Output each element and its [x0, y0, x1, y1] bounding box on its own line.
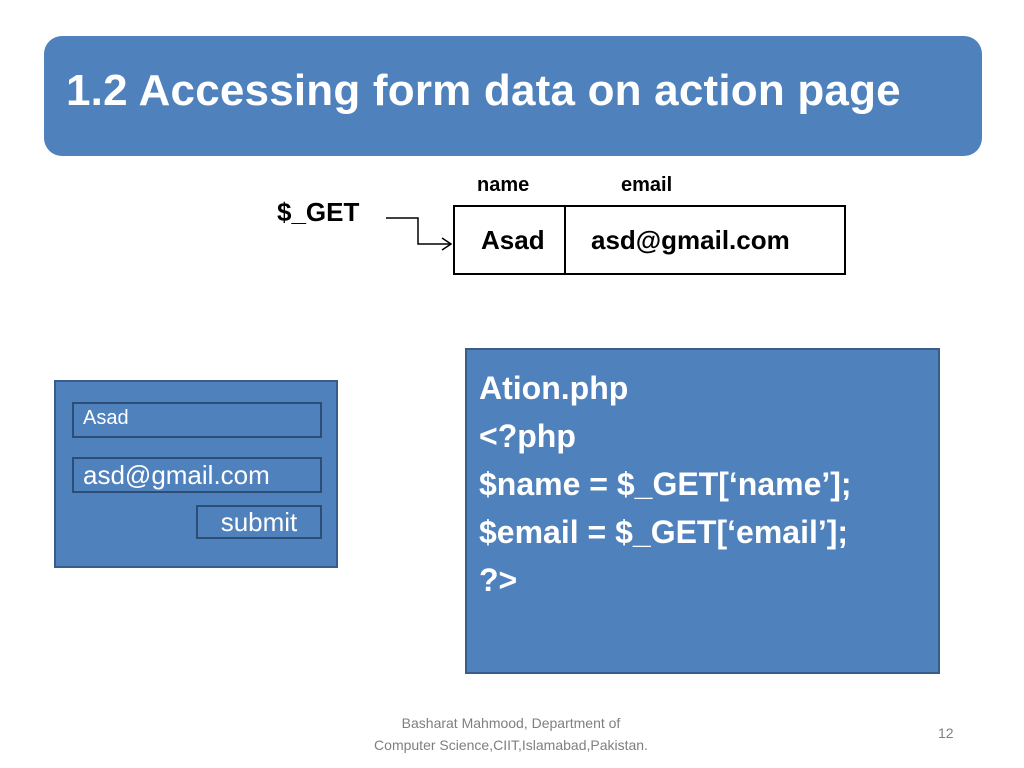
get-value-name: Asad	[481, 225, 545, 255]
name-field[interactable]: Asad	[72, 402, 322, 438]
html-form: Asad asd@gmail.com submit	[54, 380, 338, 568]
get-variable-label: $_GET	[277, 197, 360, 227]
footer-line-1: Basharat Mahmood, Department of	[401, 715, 621, 731]
title-bar: 1.2 Accessing form data on action page	[44, 36, 982, 156]
arrow-connector	[386, 217, 453, 251]
code-line: $name = $_GET[‘name’];	[479, 466, 852, 502]
footer-line-2: Computer Science,CIIT,Islamabad,Pakistan…	[374, 737, 648, 753]
submit-button[interactable]: submit	[196, 505, 322, 539]
get-array-table: Asad asd@gmail.com	[453, 205, 846, 275]
code-line: Ation.php	[479, 370, 629, 406]
code-line: $email = $_GET[‘email’];	[479, 514, 849, 550]
get-value-email: asd@gmail.com	[591, 225, 790, 255]
page-number: 12	[938, 725, 954, 741]
email-field[interactable]: asd@gmail.com	[72, 457, 322, 493]
slide-title: 1.2 Accessing form data on action page	[66, 66, 901, 115]
code-line: <?php	[479, 418, 576, 454]
code-line: ?>	[479, 562, 518, 598]
column-label-name: name	[477, 174, 530, 196]
action-php-code-box: Ation.php <?php $name = $_GET[‘name’]; $…	[465, 348, 940, 674]
column-label-email: email	[621, 174, 673, 196]
footer-credit: Basharat Mahmood, Department of Computer…	[350, 712, 672, 756]
table-divider	[564, 207, 566, 273]
